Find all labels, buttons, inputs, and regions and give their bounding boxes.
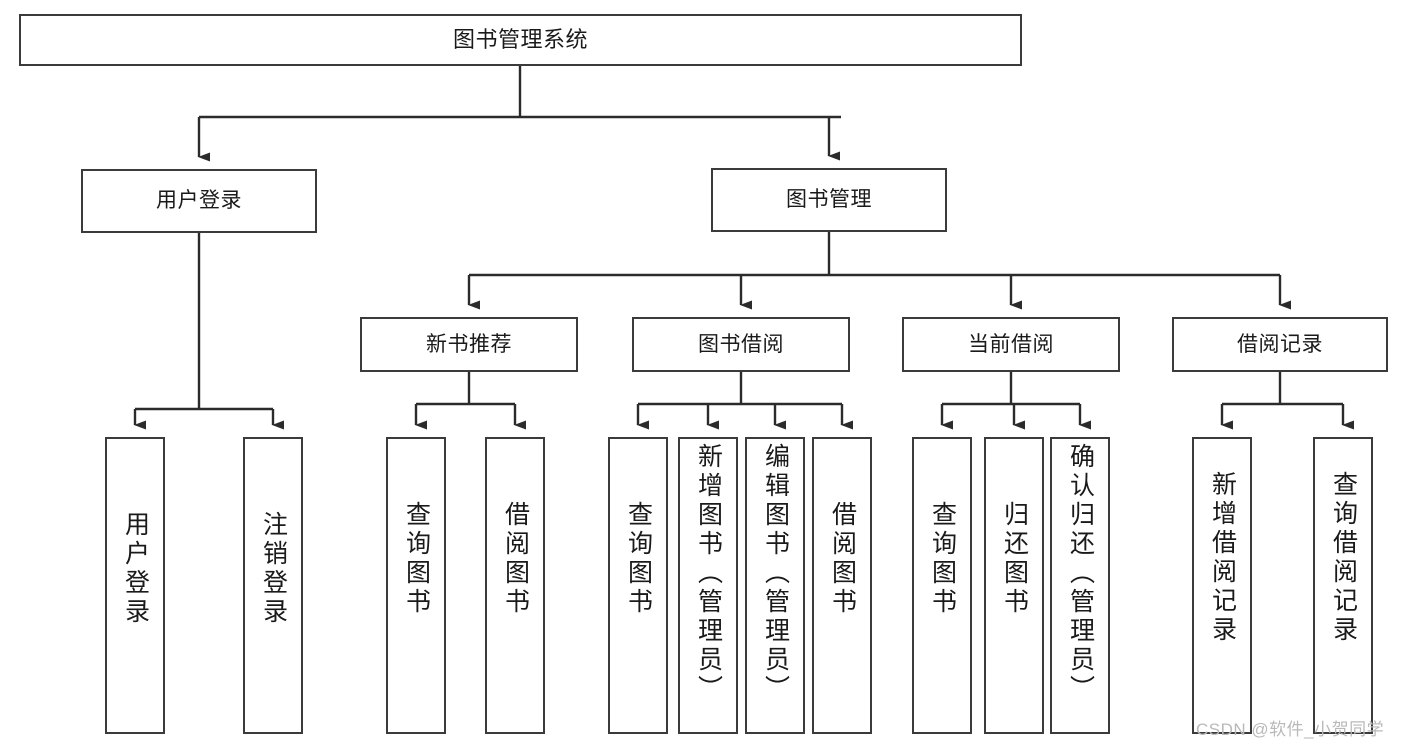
- node-leaf-user-login-label: 用户登录: [121, 511, 150, 627]
- node-new-book-recommend-label: 新书推荐: [426, 332, 512, 356]
- node-book-manage[interactable]: 图书管理: [711, 168, 947, 232]
- node-new-book-recommend[interactable]: 新书推荐: [360, 317, 578, 372]
- node-leaf-logout-login-label: 注销登录: [259, 511, 288, 627]
- node-leaf-add-book-admin-label: 新增图书（管理员）: [694, 443, 723, 704]
- node-leaf-confirm-return-admin-label: 确认归还（管理员）: [1066, 443, 1095, 704]
- node-leaf-return-book-label: 归还图书: [1000, 501, 1029, 617]
- node-current-borrow[interactable]: 当前借阅: [902, 317, 1120, 372]
- node-leaf-add-borrow-record-label: 新增借阅记录: [1208, 471, 1237, 645]
- node-leaf-query-book-1[interactable]: 查询图书: [386, 437, 446, 734]
- node-leaf-query-book-2-label: 查询图书: [624, 501, 653, 617]
- node-leaf-query-book-2[interactable]: 查询图书: [608, 437, 668, 734]
- node-leaf-query-book-3-label: 查询图书: [928, 501, 957, 617]
- node-leaf-query-book-3[interactable]: 查询图书: [912, 437, 972, 734]
- node-user-login[interactable]: 用户登录: [81, 169, 317, 233]
- node-leaf-add-book-admin[interactable]: 新增图书（管理员）: [678, 437, 738, 734]
- node-leaf-borrow-book-1[interactable]: 借阅图书: [485, 437, 545, 734]
- node-leaf-query-book-1-label: 查询图书: [402, 501, 431, 617]
- node-leaf-borrow-book-2[interactable]: 借阅图书: [812, 437, 872, 734]
- node-leaf-user-login[interactable]: 用户登录: [105, 437, 165, 734]
- csdn-watermark: CSDN @软件_小贺同学: [1196, 720, 1385, 739]
- node-borrow-record-label: 借阅记录: [1237, 332, 1323, 356]
- node-borrow-record[interactable]: 借阅记录: [1172, 317, 1388, 372]
- node-current-borrow-label: 当前借阅: [968, 332, 1054, 356]
- node-leaf-logout-login[interactable]: 注销登录: [243, 437, 303, 734]
- node-leaf-borrow-book-1-label: 借阅图书: [501, 501, 530, 617]
- node-leaf-add-borrow-record[interactable]: 新增借阅记录: [1192, 437, 1252, 734]
- node-leaf-return-book[interactable]: 归还图书: [984, 437, 1044, 734]
- node-leaf-edit-book-admin[interactable]: 编辑图书（管理员）: [745, 437, 805, 734]
- node-user-login-label: 用户登录: [156, 189, 242, 213]
- node-leaf-query-borrow-record[interactable]: 查询借阅记录: [1313, 437, 1373, 734]
- node-root-label: 图书管理系统: [452, 26, 588, 52]
- node-leaf-query-borrow-record-label: 查询借阅记录: [1329, 471, 1358, 645]
- node-leaf-borrow-book-2-label: 借阅图书: [828, 501, 857, 617]
- node-root[interactable]: 图书管理系统: [19, 14, 1022, 66]
- node-leaf-confirm-return-admin[interactable]: 确认归还（管理员）: [1050, 437, 1110, 734]
- node-book-borrow-label: 图书借阅: [698, 332, 784, 356]
- node-book-manage-label: 图书管理: [786, 188, 872, 212]
- node-book-borrow[interactable]: 图书借阅: [632, 317, 850, 372]
- node-leaf-edit-book-admin-label: 编辑图书（管理员）: [761, 443, 790, 704]
